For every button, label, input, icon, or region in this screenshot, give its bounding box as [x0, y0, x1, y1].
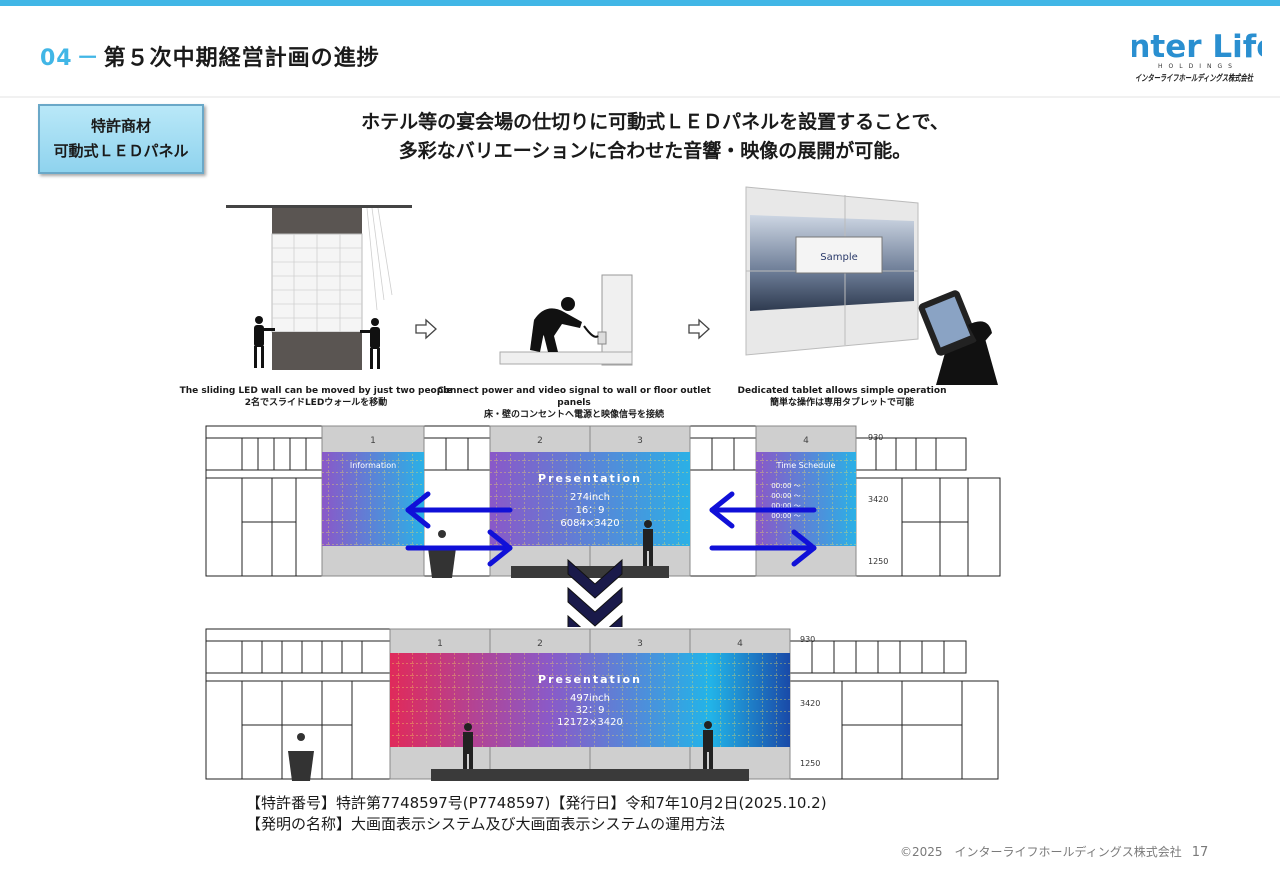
presentation-ratio-b: 32：9	[575, 705, 604, 716]
caption-step-2-en: Connect power and video signal to wall o…	[437, 386, 711, 408]
caption-step-1: The sliding LED wall can be moved by jus…	[176, 385, 456, 409]
ceiling-rail	[226, 205, 412, 208]
caption-step-3: Dedicated tablet allows simple operation…	[702, 385, 982, 409]
presentation-size: 274inch	[570, 492, 610, 503]
stage	[511, 566, 669, 578]
patent-title: 【発明の名称】大画面表示システム及び大画面表示システムの運用方法	[246, 815, 726, 833]
stage-b	[431, 769, 749, 781]
caption-step-3-ja: 簡単な操作は専用タブレットで可能	[769, 398, 914, 408]
time-schedule-label: Time Schedule	[776, 461, 836, 470]
presentation-resolution-b: 12172×3420	[557, 717, 623, 728]
plan-combined-layout: 1 2 3 4 Presentation 497inch 32：9 12172×…	[202, 627, 1010, 783]
person-right-icon	[360, 318, 380, 369]
slide-arrows-left-icon	[405, 491, 513, 567]
person-left-b-icon	[463, 723, 473, 769]
presentation-size-b: 497inch	[570, 693, 610, 704]
speaker-person-icon	[643, 520, 653, 566]
schedule-time-2: 00:00 ～	[771, 492, 800, 500]
badge-line-1: 特許商材	[90, 117, 151, 135]
page-number: 17	[1191, 845, 1209, 860]
led-wall-bottom	[272, 332, 362, 370]
product-badge: 特許商材 可動式ＬＥＤパネル	[38, 104, 204, 174]
badge-line-2: 可動式ＬＥＤパネル	[53, 142, 189, 160]
patent-info: 【特許番号】特許第7748597号(P7748597)【発行日】令和7年10月2…	[246, 793, 827, 835]
wall-elevation-left-b	[205, 628, 391, 780]
sample-label: Sample	[820, 252, 858, 263]
caption-step-1-ja: 2名でスライドLEDウォールを移動	[244, 398, 388, 408]
panel-number-1-b: 1	[437, 639, 443, 649]
tablet-hand-icon	[918, 290, 998, 385]
lead-line-1: ホテル等の宴会場の仕切りに可動式ＬＥＤパネルを設置することで、	[361, 111, 949, 133]
dim-3420: 3420	[868, 495, 888, 504]
information-label: Information	[350, 461, 396, 470]
panel-number-4: 4	[803, 436, 809, 446]
logo-sub: HOLDINGS	[1158, 63, 1238, 70]
step-illustration-sliding-wall	[226, 205, 412, 370]
section-dash: －	[76, 46, 100, 71]
sample-label-box	[795, 236, 883, 274]
presentation-title: Presentation	[538, 472, 642, 485]
outlet-panel	[597, 331, 607, 345]
schedule-time-4: 00:00 ～	[771, 512, 800, 520]
presentation-title-b: Presentation	[538, 673, 642, 686]
caption-step-2: Connect power and video signal to wall o…	[434, 385, 714, 421]
presentation-ratio: 16：9	[575, 505, 604, 516]
plan-split-layout: 1 2 3 4 Information Presentation 274inch…	[202, 424, 1002, 580]
logo-kana: インターライフホールディングス株式会社	[1135, 73, 1254, 84]
step-arrow-1-icon	[415, 318, 437, 340]
dim-1250: 1250	[868, 557, 888, 566]
schedule-time-3: 00:00 ～	[771, 502, 800, 510]
title-text: 第５次中期経営計画の進捗	[103, 46, 380, 71]
section-number: 04	[40, 46, 73, 71]
step-illustration-tablet-operation: Sample	[745, 186, 998, 385]
person-left-icon	[254, 316, 275, 368]
kneeling-person-icon	[530, 297, 582, 352]
podium-icon	[428, 530, 456, 578]
caption-step-2-ja: 床・壁のコンセントへ電源と映像信号を接続	[483, 410, 664, 420]
top-accent-bar	[0, 0, 1280, 6]
person-right-b-icon	[703, 721, 713, 769]
panel-number-3: 3	[637, 436, 643, 446]
dim-930-b: 930	[800, 635, 815, 644]
led-wall-top	[272, 208, 362, 234]
patent-number: 【特許番号】特許第7748597号(P7748597)【発行日】令和7年10月2…	[246, 794, 827, 812]
panel-number-2: 2	[537, 436, 543, 446]
header-divider	[0, 96, 1280, 98]
copyright: ©2025 インターライフホールディングス株式会社	[900, 845, 1182, 859]
caption-step-3-en: Dedicated tablet allows simple operation	[737, 386, 947, 396]
logo-text: Inter Life	[1132, 29, 1262, 65]
dim-930: 930	[868, 433, 883, 442]
step-arrow-2-icon	[688, 318, 710, 340]
company-logo: Inter Life HOLDINGS インターライフホールディングス株式会社	[1132, 29, 1262, 84]
dim-3420-b: 3420	[800, 699, 820, 708]
panel-number-4-b: 4	[737, 639, 743, 649]
step-illustration-connect-power	[499, 274, 633, 366]
slide-arrows-right-icon	[709, 491, 817, 567]
floor-slab	[499, 351, 633, 365]
panel-number-2-b: 2	[537, 639, 543, 649]
wall-outlet-column	[601, 274, 633, 366]
caption-step-1-en: The sliding LED wall can be moved by jus…	[179, 386, 453, 396]
presentation-resolution: 6084×3420	[560, 518, 619, 529]
page-title: 04－第５次中期経営計画の進捗	[40, 40, 380, 72]
lead-line-2: 多彩なバリエーションに合わせた音響・映像の展開が可能。	[398, 140, 912, 162]
panel-number-1: 1	[370, 436, 376, 446]
podium-b-icon	[288, 733, 314, 781]
dim-1250-b: 1250	[800, 759, 820, 768]
schedule-time-1: 00:00 ～	[771, 482, 800, 490]
footer: ©2025 インターライフホールディングス株式会社 17	[900, 843, 1208, 860]
panel-number-3-b: 3	[637, 639, 643, 649]
lead-text: ホテル等の宴会場の仕切りに可動式ＬＥＤパネルを設置することで、 多彩なバリエーシ…	[230, 108, 1080, 166]
